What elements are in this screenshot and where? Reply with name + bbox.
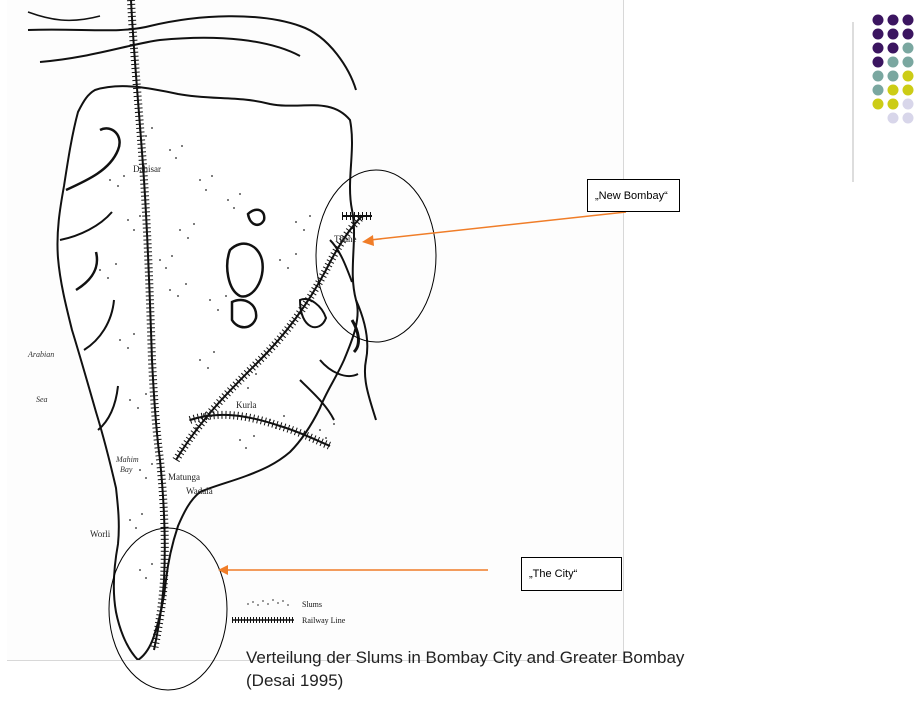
- map-image: Dahisar Thane Kurla Mahim Bay Matunga Wa…: [7, 0, 624, 661]
- the-city-label: „The City“: [529, 568, 578, 580]
- label-wadala: Wadala: [186, 486, 213, 496]
- slide-caption: Verteilung der Slums in Bombay City and …: [246, 646, 916, 692]
- city-arrow: [218, 565, 488, 575]
- map-drawing: Dahisar Thane Kurla Mahim Bay Matunga Wa…: [27, 0, 377, 660]
- northern-creek-inner: [39, 36, 301, 63]
- new-bombay-callout: „New Bombay“: [587, 179, 680, 212]
- legend-slums: Slums: [302, 600, 322, 609]
- new-bombay-label: „New Bombay“: [595, 189, 668, 202]
- island-outline: [56, 85, 359, 660]
- creek-island: [226, 242, 264, 298]
- label-dahisar: Dahisar: [133, 164, 161, 174]
- label-bay: Bay: [120, 465, 133, 474]
- label-mahim: Mahim: [115, 455, 139, 464]
- decorative-dot-grid: [852, 14, 914, 182]
- caption-line-1: Verteilung der Slums in Bombay City and …: [246, 648, 685, 667]
- city-ellipse: [108, 527, 228, 691]
- new-bombay-arrow: [362, 211, 627, 246]
- label-sea: Sea: [36, 395, 48, 404]
- caption-line-2: (Desai 1995): [246, 671, 344, 690]
- label-worli: Worli: [90, 529, 111, 539]
- the-city-callout: „The City“: [521, 557, 622, 591]
- label-matunga: Matunga: [168, 472, 200, 482]
- decor-dots: [872, 14, 914, 124]
- legend-railway: Railway Line: [302, 616, 346, 625]
- railway-lines: [127, 0, 372, 651]
- label-kurla: Kurla: [236, 400, 257, 410]
- label-arabian: Arabian: [27, 350, 54, 359]
- new-bombay-ellipse: [315, 169, 437, 343]
- legend-slum-symbol: [247, 599, 289, 606]
- map-legend: Slums Railway Line: [232, 599, 346, 625]
- label-thane: Thane: [334, 234, 357, 244]
- northern-creek: [27, 15, 357, 91]
